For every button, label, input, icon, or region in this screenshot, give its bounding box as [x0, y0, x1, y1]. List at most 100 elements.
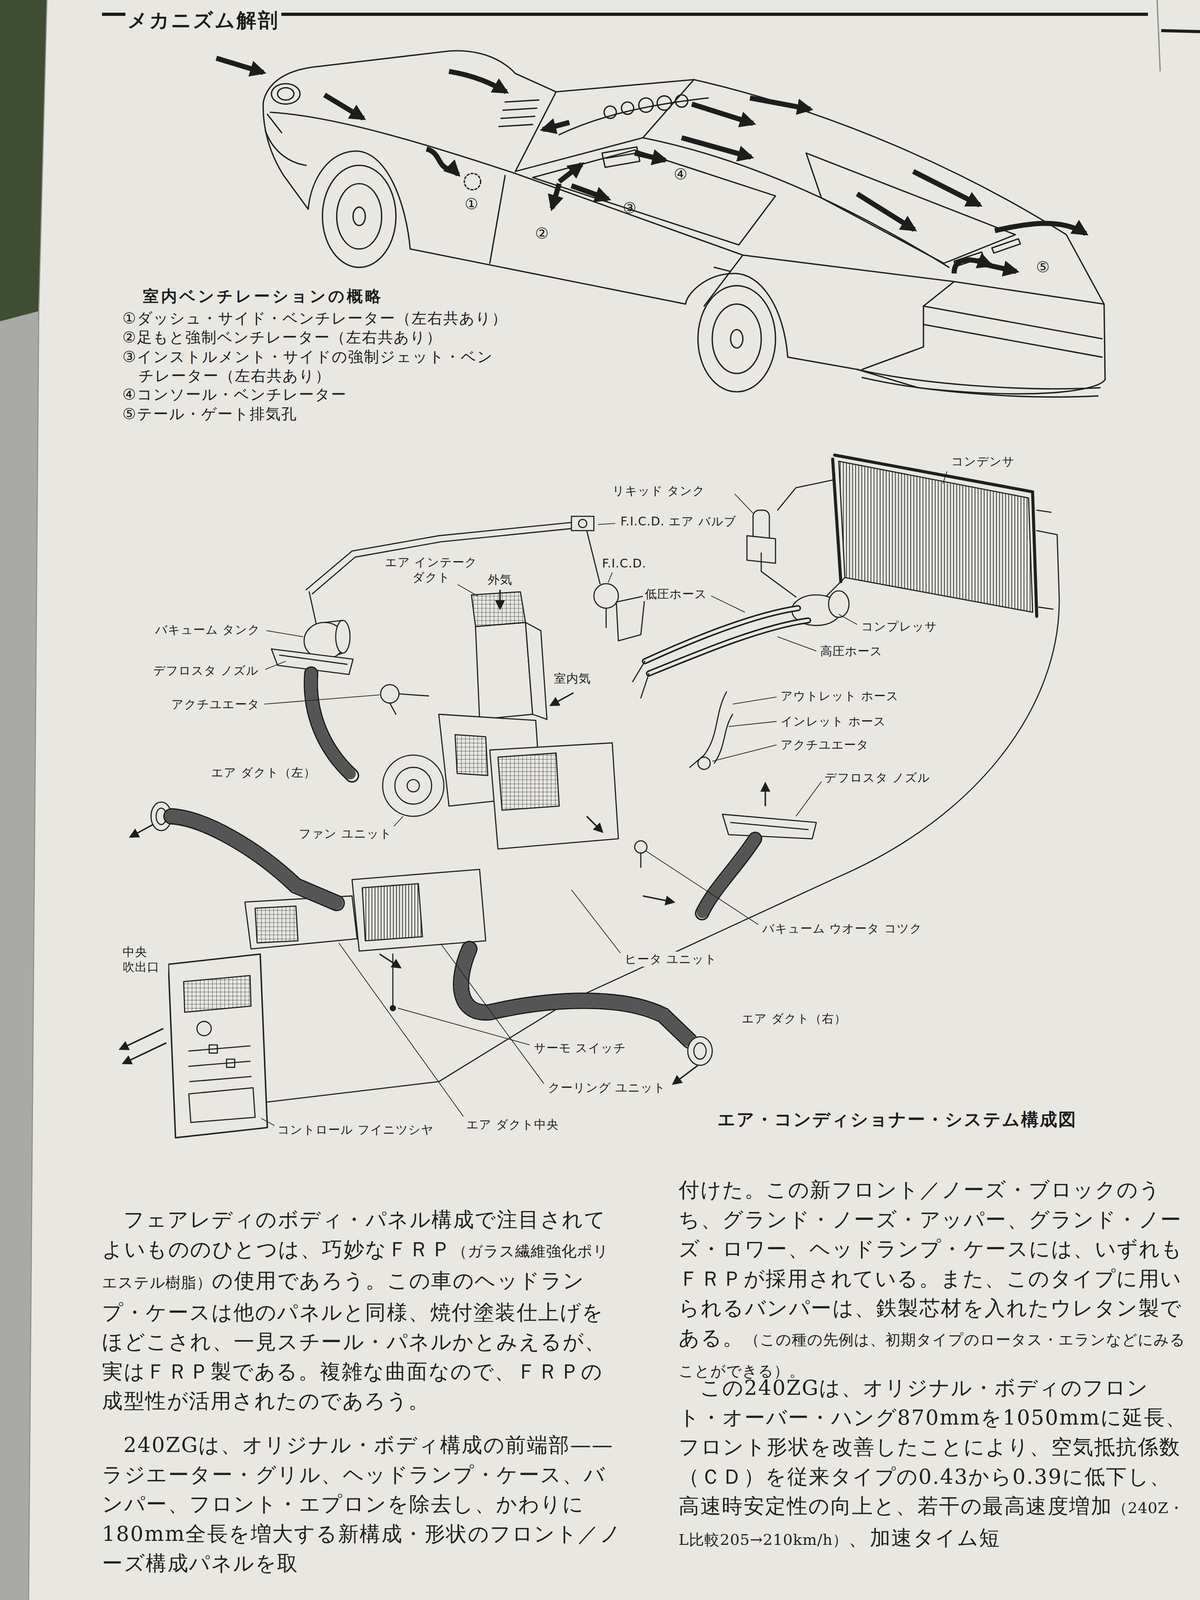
air-conditioner-parts: [380, 684, 399, 703]
air-conditioner-parts: [471, 591, 526, 627]
airflow-arrow: [691, 103, 753, 124]
air-conditioner-parts: [838, 461, 1033, 613]
air-conditioner-parts: [489, 742, 619, 849]
flow-arrow: [586, 816, 603, 832]
running-head: メカニズム解剖: [125, 7, 282, 33]
air-conditioner-parts: [586, 530, 600, 584]
text-column: 付けた。この新フロント／ノーズ・ブロックのうち、グランド・ノーズ・アッパー、グラ…: [678, 1175, 1191, 1387]
air-conditioner-parts: [309, 591, 317, 625]
air-conditioner-parts: [698, 757, 711, 770]
air-conditioner-parts: [183, 975, 252, 1013]
airflow-arrow: [857, 194, 915, 230]
leader-line: [646, 851, 759, 925]
airflow-arrow: [551, 183, 560, 209]
flow-arrow: [499, 589, 501, 608]
part-label: アクチユエータ: [778, 737, 872, 753]
leader-line: [261, 1118, 275, 1126]
airflow-arrow: [426, 148, 459, 175]
leader-line: [838, 614, 858, 625]
car-outline: [353, 207, 366, 226]
air-conditioner-parts: [188, 1046, 252, 1082]
part-label: クーリング ユニット: [546, 1080, 669, 1096]
part-label: コントロール フイニツシヤ: [275, 1122, 436, 1138]
desk-background: [28, 0, 47, 1600]
part-label: バキューム タンク: [153, 622, 263, 638]
air-conditioner-parts: [722, 814, 817, 839]
air-conditioner-parts: [1036, 510, 1054, 610]
air-conditioner-parts: [335, 620, 350, 653]
list-item: ①ダッシュ・サイド・ベンチレーター（左右共あり）: [122, 309, 508, 329]
airflow-arrow: [216, 58, 264, 73]
car-outline: [559, 98, 708, 135]
flow-arrow: [673, 1065, 699, 1084]
air-conditioner-parts: [525, 622, 547, 720]
air-conditioner-parts: [382, 755, 444, 817]
flex-duct: [310, 673, 352, 776]
car-outline: [730, 329, 743, 349]
leader-line: [338, 942, 464, 1117]
car-outline: [336, 183, 382, 250]
airflow-arrow: [979, 263, 1017, 272]
part-label: コンデンサ: [949, 453, 1017, 470]
flex-duct: [171, 673, 756, 1066]
part-label: エア ダクト（左）: [209, 765, 318, 781]
part-label: 低圧ホース: [642, 586, 710, 602]
body-text: この240ZGは、オリジナル・ボディのフロント・オーバー・ハング870mmを10…: [678, 1375, 1188, 1518]
part-label: バキューム ウオータ コツク: [760, 921, 925, 937]
leader-line: [712, 744, 777, 762]
car-outline: [675, 94, 688, 108]
flow-arrow: [642, 896, 674, 902]
air-conditioner-parts: [498, 753, 560, 811]
desk-background: [0, 311, 39, 1600]
car-outline: [265, 130, 307, 166]
leader-line: [261, 471, 947, 1126]
part-label: インレット ホース: [778, 713, 889, 729]
leader-line: [266, 630, 304, 637]
car-outline: [498, 100, 539, 127]
air-conditioner-parts: [777, 479, 835, 511]
leader-line: [777, 636, 817, 652]
airflow-arrow: [542, 122, 570, 130]
body-text: 、加速タイム短: [848, 1525, 1001, 1550]
airflow-arrow: [448, 71, 506, 92]
flow-arrow: [120, 1028, 164, 1049]
air-conditioner-parts: [255, 905, 299, 943]
part-label: デフロスタ ノズル: [151, 663, 262, 679]
car-outline: [657, 96, 672, 111]
leader-line: [264, 694, 380, 704]
part-label: アウトレット ホース: [778, 688, 901, 704]
car-outline: [698, 285, 776, 392]
airflow-arrow: [634, 153, 666, 161]
leader-line: [265, 661, 286, 670]
flex-duct: [687, 1036, 713, 1066]
air-conditioner-parts: [689, 691, 727, 768]
part-label: エア ダクト中央: [464, 1117, 561, 1133]
part-label: 室内気: [551, 671, 593, 687]
air-conditioner-parts: [644, 608, 799, 662]
leader-line: [598, 523, 616, 525]
air-conditioner-parts: [407, 779, 420, 793]
car-outline: [270, 112, 1104, 304]
air-conditioner-parts: [644, 608, 799, 662]
list-item: ④コンソール・ベンチレーター: [122, 385, 347, 405]
leader-line: [796, 781, 822, 817]
flow-arrow: [130, 824, 154, 837]
part-label: 中央 吹出口: [120, 944, 169, 975]
desk-background: [1157, 0, 1161, 72]
body-text: 240ZGは、オリジナル・ボディ構成の前端部——ラジエーター・グリル、ヘッドラン…: [101, 1432, 622, 1575]
airflow-arrow: [559, 164, 582, 182]
leader-line: [728, 721, 777, 727]
part-label: エア ダクト（右）: [739, 1011, 849, 1027]
car-outline: [857, 369, 1100, 398]
air-conditioner-parts: [761, 553, 796, 598]
car-outline: [532, 150, 776, 245]
callout-number: ⑤: [1036, 257, 1050, 277]
car-outline: [271, 83, 300, 104]
flex-duct: [310, 673, 352, 776]
airflow-arrow: [571, 185, 609, 199]
flow-arrow: [120, 589, 766, 1084]
air-conditioner-parts: [455, 734, 488, 776]
figure-caption: エア・コンディショナー・システム構成図: [717, 1108, 1077, 1131]
car-outline: [923, 305, 1102, 358]
